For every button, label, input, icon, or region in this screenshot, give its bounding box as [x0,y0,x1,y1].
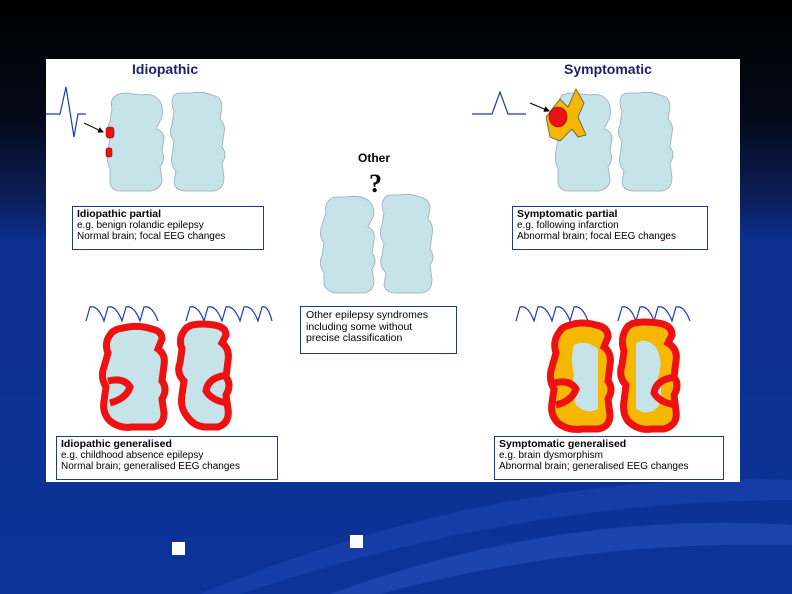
caption-title: Symptomatic partial [517,208,618,220]
focus-upper [105,126,115,139]
eeg-spike-icon [472,90,526,115]
brain-left-hemisphere [320,195,376,294]
caption-description: Normal brain; generalised EEG changes [61,461,240,472]
caption-title: Symptomatic generalised [499,438,627,450]
arrow-icon [529,102,550,112]
caption-description: Abnormal brain; generalised EEG changes [499,461,689,472]
other-heading: Other [358,151,391,165]
caption-other: Other epilepsy syndromes including some … [300,306,457,354]
diagram-graphics [46,86,691,433]
brain-right-hemisphere [618,91,674,192]
symptomatic-generalised-brain [515,306,691,433]
caption-line: including some without [306,320,413,333]
brain-right-hemisphere [380,193,434,294]
caption-symptomatic-partial: Symptomatic partial e.g. following infar… [512,206,708,250]
epilepsy-classification-diagram: Idiopathic Symptomatic Other ? Idiopathi… [46,59,740,482]
brain-right-hemisphere [170,91,226,192]
caption-title: Idiopathic partial [77,208,162,220]
focus [548,106,568,128]
caption-example: e.g. following infarction [517,220,619,231]
caption-description: Normal brain; focal EEG changes [77,231,226,242]
eeg-spike-wave-icon [85,306,273,323]
slide-bullet-1 [172,542,185,555]
idiopathic-partial-brain [46,86,226,192]
caption-idiopathic-partial: Idiopathic partial e.g. benign rolandic … [72,206,264,250]
question-mark: ? [369,169,382,198]
caption-title: Idiopathic generalised [61,438,172,450]
focus-lower [105,147,113,158]
brain-left-hemisphere [106,92,165,192]
arrow-icon [83,122,104,133]
caption-symptomatic-generalised: Symptomatic generalised e.g. brain dysmo… [494,436,724,480]
symptomatic-partial-brain [472,88,674,192]
caption-example: e.g. benign rolandic epilepsy [77,220,204,231]
eeg-spike-wave-icon [515,306,691,323]
idiopathic-generalised-brain [85,306,273,431]
caption-idiopathic-generalised: Idiopathic generalised e.g. childhood ab… [56,436,278,480]
caption-description: Abnormal brain; focal EEG changes [517,231,676,242]
caption-example: e.g. childhood absence epilepsy [61,450,204,461]
symptomatic-heading: Symptomatic [564,61,652,77]
slide-bullet-2 [350,535,363,548]
other-brain [320,193,434,294]
idiopathic-heading: Idiopathic [132,61,199,77]
eeg-spike-icon [46,86,86,138]
caption-line: precise classification [306,332,403,344]
caption-line: Other epilepsy syndromes [306,309,428,321]
caption-example: e.g. brain dysmorphism [499,450,603,461]
